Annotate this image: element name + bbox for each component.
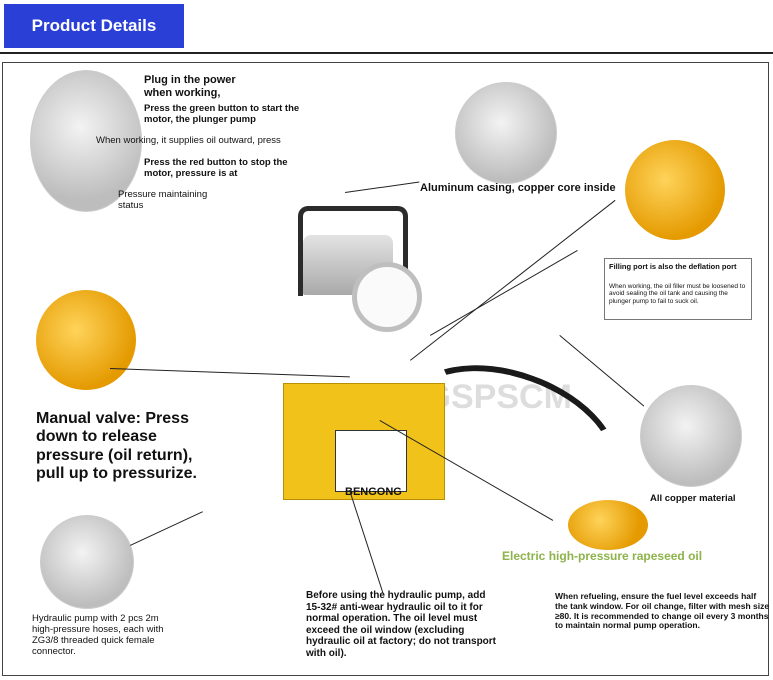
brand-label: BENGONG bbox=[345, 486, 402, 498]
before-use-box: Before using the hydraulic pump, add 15-… bbox=[304, 590, 502, 664]
filling-note-box: Filling port is also the deflation port … bbox=[604, 258, 752, 320]
manual-valve-callout: Manual valve: Press down to release pres… bbox=[36, 410, 197, 483]
carry-handle bbox=[298, 206, 408, 296]
quick-connector-photo bbox=[40, 515, 134, 609]
filling-note: When working, the oil filler must be loo… bbox=[609, 283, 746, 305]
before-use-callout: Before using the hydraulic pump, add 15-… bbox=[306, 590, 497, 659]
green-button-callout: Press the green button to start the moto… bbox=[144, 103, 300, 125]
oil-window-photo bbox=[568, 500, 648, 550]
red-button-callout: Press the red button to stop the motor, … bbox=[144, 157, 288, 179]
refuel-callout: When refueling, ensure the fuel level ex… bbox=[555, 591, 770, 631]
rapeseed-callout: Electric high-pressure rapeseed oil bbox=[502, 549, 703, 563]
hoses-callout: Hydraulic pump with 2 pcs 2m high-pressu… bbox=[32, 613, 164, 657]
control-box-photo bbox=[30, 70, 142, 212]
product-details-tab[interactable]: Product Details bbox=[4, 4, 184, 48]
filling-cap-photo bbox=[625, 140, 725, 240]
casing-photo bbox=[455, 82, 557, 184]
product-details-title: Product Details bbox=[31, 16, 157, 35]
header-divider bbox=[0, 52, 773, 54]
tank-label-plate bbox=[335, 430, 407, 492]
pressure-gauge-icon bbox=[352, 262, 422, 332]
casing-callout: Aluminum casing, copper core inside bbox=[420, 182, 616, 194]
manual-valve-photo bbox=[36, 290, 136, 390]
plug-in-callout: Plug in the power when working, bbox=[144, 74, 236, 99]
product-diagram-frame bbox=[2, 62, 769, 676]
pressure-status-callout: Pressure maintaining status bbox=[118, 189, 208, 211]
supplies-oil-callout: When working, it supplies oil outward, p… bbox=[96, 135, 281, 146]
hoses-note-box: Hydraulic pump with 2 pcs 2m high-pressu… bbox=[30, 612, 180, 658]
copper-fitting-photo bbox=[640, 385, 742, 487]
copper-callout: All copper material bbox=[650, 493, 736, 504]
filling-title: Filling port is also the deflation port bbox=[609, 262, 737, 271]
